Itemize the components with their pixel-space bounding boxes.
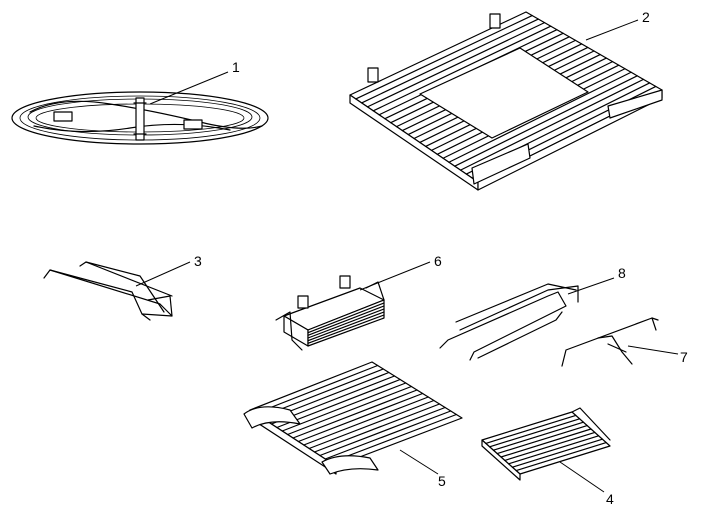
- rack-slat: [307, 314, 385, 344]
- callout-3: 3: [194, 253, 202, 269]
- rack-slat: [297, 392, 424, 443]
- part-4-small-rack: [481, 407, 611, 481]
- callout-2: 2: [642, 9, 650, 25]
- rack-slat: [448, 71, 632, 163]
- callouts: 1 2 3 4 5 6 7 8: [194, 9, 688, 507]
- leader-8: [567, 277, 615, 295]
- rack-slat: [355, 14, 533, 100]
- rack-slat: [372, 25, 552, 112]
- callout-7: 7: [680, 349, 688, 365]
- callout-1: 1: [232, 59, 240, 75]
- rack-slat: [292, 389, 418, 439]
- rack-slat: [511, 438, 604, 468]
- leader-1: [149, 71, 229, 105]
- rack-slat: [307, 305, 385, 336]
- rack-slat: [287, 385, 412, 436]
- part-2-large-rack: [349, 11, 663, 191]
- leader-7: [627, 345, 679, 355]
- callout-6: 6: [434, 253, 442, 269]
- rack-slat: [307, 302, 385, 334]
- part-7-wire-rod: [561, 317, 659, 367]
- rack-slat: [303, 396, 429, 446]
- rack-slat: [515, 442, 607, 472]
- rack-slat: [307, 311, 385, 342]
- rack-slat: [319, 406, 446, 457]
- rack-slat: [508, 435, 600, 465]
- rack-slat: [496, 425, 588, 455]
- leader-lines: [135, 19, 679, 493]
- leader-3: [135, 261, 191, 287]
- leader-6: [359, 261, 431, 291]
- leader-4: [559, 461, 605, 493]
- rack-slat: [454, 75, 638, 167]
- part-8-slide-rail: [439, 283, 579, 361]
- part-5-medium-rack: [243, 361, 463, 475]
- rack-slat: [254, 364, 379, 415]
- rack-slat: [489, 418, 581, 448]
- rack-slat: [313, 403, 441, 453]
- leader-2: [585, 19, 639, 41]
- part-1-coiled-cord: [11, 91, 269, 145]
- callout-5: 5: [438, 473, 446, 489]
- leader-5: [399, 449, 439, 475]
- rack-slat: [308, 399, 435, 450]
- rack-slat: [504, 431, 596, 461]
- callout-4: 4: [606, 491, 614, 507]
- rack-slat: [492, 421, 585, 451]
- part-6-bracket: [275, 275, 385, 351]
- rack-slat: [281, 382, 407, 432]
- rack-slat: [324, 410, 452, 460]
- rack-slat: [485, 414, 577, 444]
- rack-slat: [307, 308, 385, 339]
- rack-slat: [361, 18, 539, 104]
- rack-slat: [459, 78, 645, 171]
- rack-slat: [366, 22, 546, 108]
- part-3-wire-support: [43, 261, 173, 321]
- rack-slat: [500, 428, 592, 458]
- callout-8: 8: [618, 265, 626, 281]
- rack-slat: [330, 413, 457, 464]
